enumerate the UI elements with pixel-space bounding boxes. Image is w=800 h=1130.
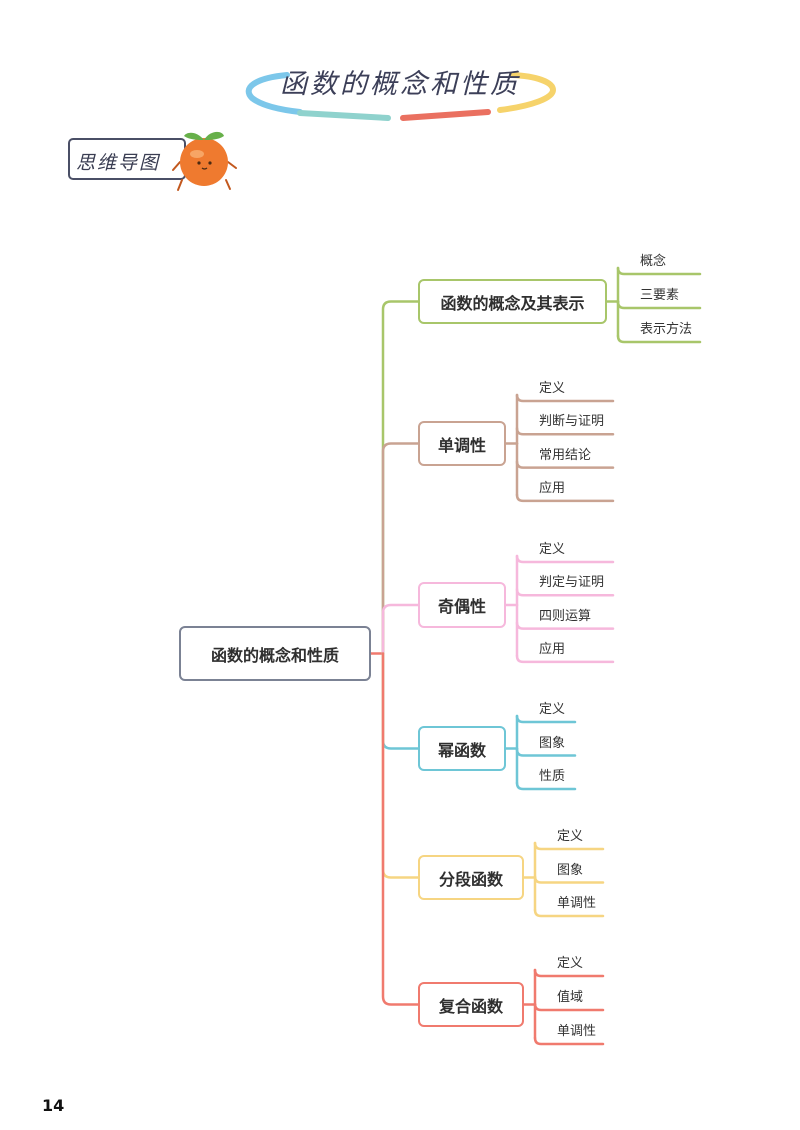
leaf-underline [533, 875, 605, 884]
mind-map-badge-label: 思维导图 [76, 152, 161, 174]
branch-node-label: 复合函数 [438, 996, 503, 1016]
leaf-node-label: 应用 [539, 480, 566, 496]
branch-node: 函数的概念及其表示 [418, 279, 607, 324]
leaf-underline [533, 1002, 605, 1012]
branch-connector [381, 603, 420, 655]
leaf-underline [533, 908, 605, 918]
leaf-underline [515, 460, 615, 469]
banner-stroke-red [400, 109, 491, 121]
branch-connector [381, 652, 420, 750]
branch-connector [381, 442, 420, 655]
title-banner [245, 72, 557, 121]
leaf-node-label: 定义 [557, 956, 584, 971]
root-node: 函数的概念和性质 [179, 626, 371, 681]
branch-connector [381, 300, 420, 655]
orange-mascot-icon [172, 131, 237, 191]
page-number: 14 [42, 1096, 65, 1115]
leaf-node-label: 单调性 [557, 896, 597, 911]
leaf-node-label: 定义 [539, 381, 566, 396]
leaf-node-label: 判定与证明 [539, 575, 605, 591]
leaf-underline [515, 748, 577, 757]
branch-node-label: 分段函数 [438, 869, 503, 889]
leaf-underline [533, 841, 605, 851]
root-node-label: 函数的概念和性质 [210, 645, 339, 665]
branch-node-label: 函数的概念及其表示 [440, 293, 585, 313]
branch-connector [381, 652, 420, 1006]
leaf-underline [515, 554, 615, 564]
leaf-node-label: 性质 [539, 769, 566, 784]
leaf-underline [616, 300, 702, 310]
leaf-underline [515, 654, 615, 664]
leaf-underline [515, 427, 615, 436]
banner-stroke-teal [297, 110, 391, 121]
leaf-node-label: 单调性 [557, 1024, 597, 1039]
leaf-node-label: 定义 [539, 702, 566, 717]
leaf-node-label: 定义 [539, 542, 566, 557]
leaf-underline [616, 334, 702, 344]
branch-node: 分段函数 [418, 855, 524, 900]
banner-arc-blue [245, 72, 303, 115]
leaf-node-label: 三要素 [640, 288, 680, 303]
leaf-node-label: 表示方法 [640, 322, 693, 337]
leaf-node-label: 值域 [557, 990, 584, 1005]
branch-connector [381, 652, 420, 879]
leaf-underline [533, 968, 605, 978]
leaf-node-label: 判断与证明 [539, 414, 605, 430]
leaf-underline [515, 714, 577, 724]
leaf-underline [533, 1036, 605, 1046]
leaf-node-label: 常用结论 [539, 447, 592, 463]
mind-map-badge: 思维导图 [68, 138, 186, 180]
leaf-underline [515, 588, 615, 597]
leaf-node-label: 概念 [640, 254, 667, 269]
branch-node: 幂函数 [418, 726, 506, 771]
branch-node: 单调性 [418, 421, 506, 466]
page-title: 函数的概念和性质 [280, 69, 520, 100]
branch-node-label: 幂函数 [437, 740, 486, 760]
branch-node-label: 单调性 [437, 435, 486, 455]
leaf-underline [515, 781, 577, 791]
leaf-node-label: 四则运算 [539, 608, 592, 624]
branch-node: 奇偶性 [418, 582, 506, 628]
leaf-node-label: 图象 [539, 735, 566, 751]
leaf-underline [515, 493, 615, 503]
leaf-node-label: 定义 [557, 829, 584, 844]
leaf-underline [515, 621, 615, 630]
leaf-node-label: 应用 [539, 641, 566, 657]
leaf-underline [515, 393, 615, 403]
branch-node-label: 奇偶性 [437, 597, 486, 616]
banner-arc-yellow [497, 72, 557, 113]
leaf-node-label: 图象 [557, 862, 584, 878]
leaf-underline [616, 266, 702, 276]
branch-node: 复合函数 [418, 982, 524, 1027]
